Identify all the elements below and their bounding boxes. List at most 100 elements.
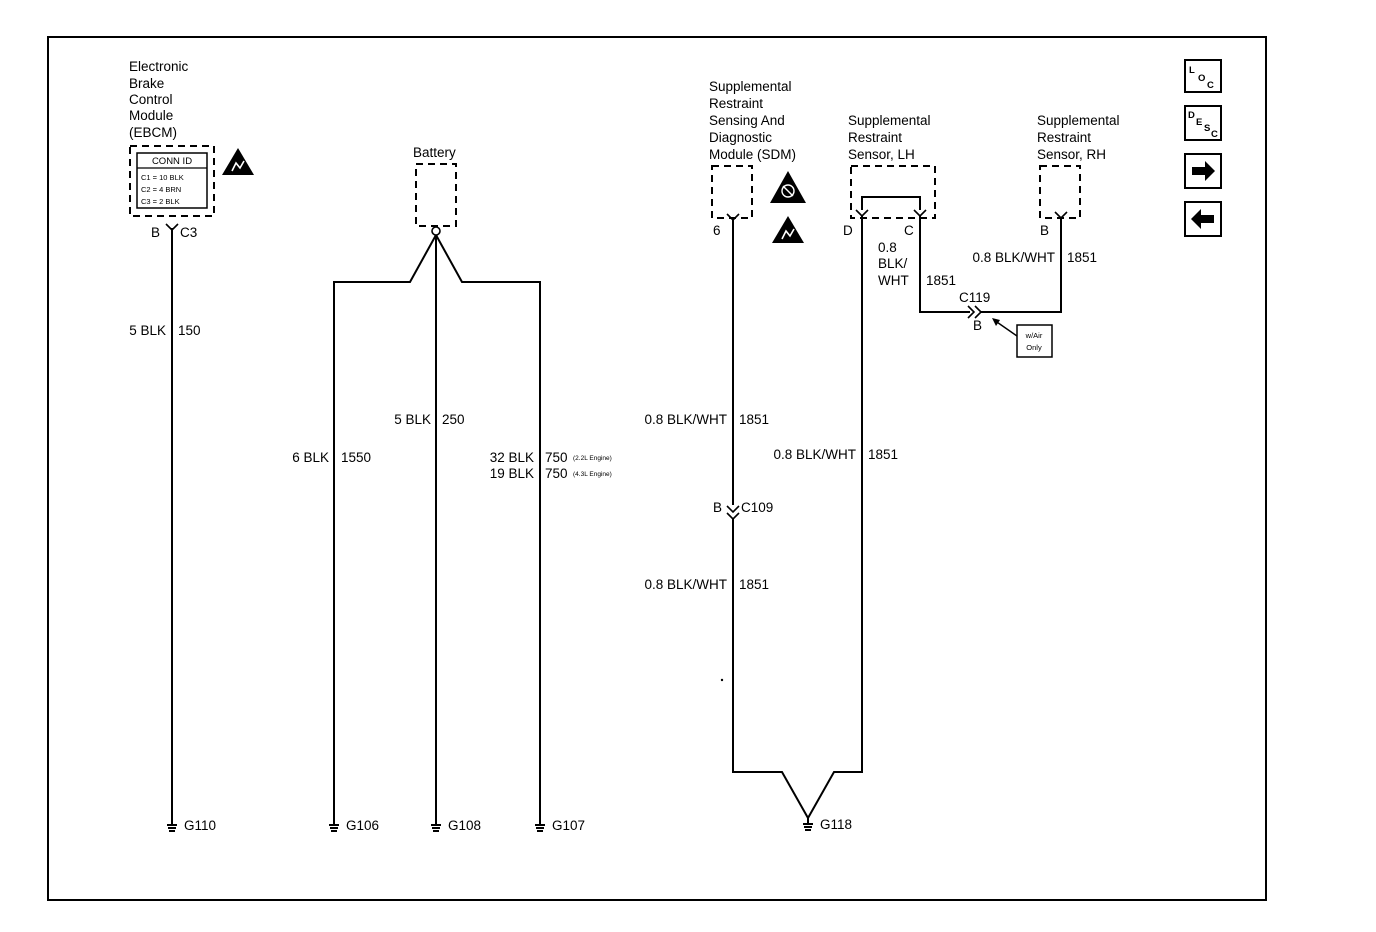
sdm-component: Supplemental Restraint Sensing And Diagn… [709,79,806,244]
ebcm-name-line-2: Brake [129,76,164,91]
sensor-lh-internal-link [861,196,921,210]
sdm-name-line-4: Diagnostic [709,130,772,145]
ground-g107-label: G107 [552,818,585,833]
wire-g108-circuit: 250 [442,412,465,427]
ground-g108-icon [430,818,442,832]
sensor-lh-name-line-1: Supplemental [848,113,931,128]
sensor-lh-name-line-3: Sensor, LH [848,147,915,162]
ebcm-name-line-5: (EBCM) [129,125,177,140]
sensor-rh-component: Supplemental Restraint Sensor, RH B [1037,113,1120,238]
connector-c109: B C109 [713,500,773,521]
c109-name-label: C109 [741,500,773,515]
arrow-left-icon [1191,209,1214,229]
wire-lh-c-label-line-2: BLK/ [878,256,908,271]
wire-lh-c-circuit: 1851 [926,273,956,288]
desc-letter-2: E [1196,117,1202,128]
battery-terminal [431,226,441,236]
sensor-rh-name-line-1: Supplemental [1037,113,1120,128]
wire-g107-label-b: 19 BLK [490,466,534,481]
airbag-warning-icon [770,171,806,203]
wire-lh-d [807,216,863,819]
c119-name-label: C119 [959,290,990,305]
battery-component: Battery [413,145,457,236]
c119-pin-label: B [973,318,982,333]
wire-g108-label: 5 BLK [394,412,431,427]
next-button[interactable] [1184,153,1222,189]
sensor-rh-outline [1039,165,1081,219]
esd-warning-icon [771,215,805,244]
wire-g107-label-a: 32 BLK [490,450,534,465]
sensor-rh-name-line-2: Restraint [1037,130,1091,145]
arrow-right-icon [1192,161,1215,181]
wire-ebcm-ground-label: 5 BLK [129,323,166,338]
sensor-lh-terminal-d [855,209,869,218]
connector-c119: C119 B w/Air Only [959,290,1053,358]
ground-g118-icon [802,817,814,831]
wire-g106-label: 6 BLK [292,450,329,465]
ebcm-outline [129,145,215,217]
wire-lh-c-label-line-1: 0.8 [878,240,897,255]
wire-sdm-upper-label: 0.8 BLK/WHT [644,412,727,427]
wire-g106-circuit: 1550 [341,450,371,465]
ebcm-name-line-4: Module [129,108,173,123]
wire-lh-d-label: 0.8 BLK/WHT [773,447,856,462]
desc-button[interactable]: D E S C [1184,105,1222,141]
wire-sdm-lower-label: 0.8 BLK/WHT [644,577,727,592]
conn-id-row-3: C3 = 2 BLK [141,197,180,206]
conn-id-row-2: C2 = 4 BRN [141,185,181,194]
ground-g110-label: G110 [184,818,216,833]
sdm-outline [711,165,753,219]
ebcm-component: Electronic Brake Control Module (EBCM) C… [129,59,255,240]
wire-sdm-lower-circuit: 1851 [739,577,769,592]
ebcm-conn-id-table: CONN ID C1 = 10 BLK C2 = 4 BRN C3 = 2 BL… [136,152,208,209]
loc-button[interactable]: L O C [1184,59,1222,93]
ground-g106-label: G106 [346,818,379,833]
desc-letter-4: C [1211,129,1218,140]
ground-g108-label: G108 [448,818,481,833]
loc-letter-1: L [1189,65,1195,76]
conn-id-title: CONN ID [152,156,192,167]
sensor-lh-terminal-c [913,209,927,218]
prev-button[interactable] [1184,201,1222,237]
wire-rh-b-circuit: 1851 [1067,250,1097,265]
wire-lh-c-label-line-3: WHT [878,273,909,288]
ground-g110-icon [166,818,178,832]
sensor-lh-name-line-2: Restraint [848,130,902,145]
sdm-name-line-5: Module (SDM) [709,147,796,162]
wire-g107-note-a: (2.2L Engine) [573,455,612,462]
sensor-lh-pin-d: D [843,223,853,238]
sdm-pin-label: 6 [713,223,721,238]
ebcm-connector-label: C3 [180,225,197,240]
wire-lh-d-circuit: 1851 [868,447,898,462]
sensor-lh-pin-c: C [904,223,914,238]
ground-g118-label: G118 [820,817,852,832]
c119-option-box [1016,324,1053,358]
desc-letter-1: D [1188,110,1195,121]
c119-option-line-1: w/Air [1025,331,1043,340]
sensor-lh-outline [850,165,936,219]
sensor-rh-terminal [1054,211,1068,220]
wire-g107-circuit-b: 750 [545,466,568,481]
esd-warning-icon [221,147,255,176]
ebcm-name-line-3: Control [129,92,173,107]
c109-pin-label: B [713,500,722,515]
desc-letter-3: S [1204,123,1210,134]
c119-option-line-2: Only [1026,343,1042,352]
sdm-name-line-3: Sensing And [709,113,785,128]
battery-name: Battery [413,145,456,160]
wire-battery-g107 [435,234,541,820]
wire-sdm-upper-circuit: 1851 [739,412,769,427]
wire-sdm-lower [732,518,809,819]
wire-ebcm-ground-circuit: 150 [178,323,201,338]
wire-lh-c [919,216,970,313]
sdm-name-line-1: Supplemental [709,79,792,94]
ground-g106-icon [328,818,340,832]
ebcm-pin-label: B [151,225,160,240]
sdm-name-line-2: Restraint [709,96,763,111]
sensor-rh-pin-label: B [1040,223,1049,238]
wire-g107-note-b: (4.3L Engine) [573,471,612,478]
conn-id-row-1: C1 = 10 BLK [141,173,184,182]
loc-letter-2: O [1198,73,1205,84]
wire-g107-circuit-a: 750 [545,450,568,465]
